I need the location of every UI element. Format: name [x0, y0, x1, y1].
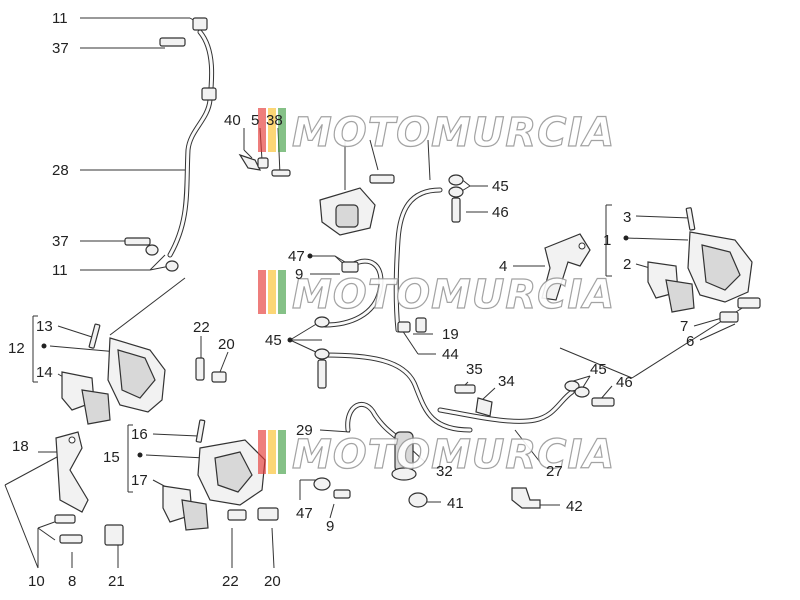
callout-14: 14	[36, 364, 53, 381]
callout-44: 44	[442, 346, 459, 363]
watermark-middle: MOTOMURCIA	[258, 270, 615, 319]
callout-3: 3	[623, 209, 631, 226]
callout-32: 32	[436, 463, 453, 480]
callout-42: 42	[566, 498, 583, 515]
callout-40: 40	[224, 112, 241, 129]
callout-20: 20	[218, 336, 235, 353]
callout-46: 46	[616, 374, 633, 391]
callout-22: 22	[222, 573, 239, 590]
callout-8: 8	[68, 573, 76, 590]
callout-18: 18	[12, 438, 29, 455]
callout-45: 45	[492, 178, 509, 195]
watermark-bottom: MOTOMURCIA	[258, 430, 615, 479]
callout-1: 1	[603, 232, 611, 249]
callout-9: 9	[326, 518, 334, 535]
callout-11: 11	[52, 262, 68, 279]
callout-37: 37	[52, 40, 69, 57]
callout-5: 5	[251, 112, 259, 129]
callout-41: 41	[447, 495, 464, 512]
callout-35: 35	[466, 361, 483, 378]
callout-19: 19	[442, 326, 459, 343]
callout-46: 46	[492, 204, 509, 221]
watermark-top: MOTOMURCIA	[258, 108, 615, 157]
callout-11: 11	[52, 10, 68, 27]
watermark-text-top: MOTOMURCIA	[292, 110, 615, 156]
callout-17: 17	[131, 472, 148, 489]
callout-29: 29	[296, 422, 313, 439]
callout-12: 12	[8, 340, 25, 357]
callout-47: 47	[288, 248, 305, 265]
callout-9: 9	[295, 266, 303, 283]
watermark-text-middle: MOTOMURCIA	[292, 272, 615, 318]
parts	[54, 17, 761, 546]
callout-37: 37	[52, 233, 69, 250]
callout-10: 10	[28, 573, 45, 590]
callout-21: 21	[108, 573, 125, 590]
callout-22: 22	[193, 319, 210, 336]
callout-13: 13	[36, 318, 53, 335]
callout-15: 15	[103, 449, 120, 466]
callout-38: 38	[266, 112, 283, 129]
leader-lines	[4, 17, 759, 569]
callout-2: 2	[623, 256, 631, 273]
callout-28: 28	[52, 162, 69, 179]
brake-hoses	[167, 29, 575, 443]
callout-7: 7	[680, 318, 688, 335]
callout-labels: 11 37 28 37 11 13 12 14 22 20 18 16 15 1…	[8, 10, 694, 590]
callout-16: 16	[131, 426, 148, 443]
watermark-text-bottom: MOTOMURCIA	[292, 432, 615, 478]
callout-45: 45	[590, 361, 607, 378]
callout-34: 34	[498, 373, 515, 390]
callout-6: 6	[686, 333, 694, 350]
callout-27: 27	[546, 463, 563, 480]
bullet-dots	[41, 235, 629, 458]
callout-47: 47	[296, 505, 313, 522]
callout-4: 4	[499, 258, 507, 275]
callout-20: 20	[264, 573, 281, 590]
callout-45: 45	[265, 332, 282, 349]
